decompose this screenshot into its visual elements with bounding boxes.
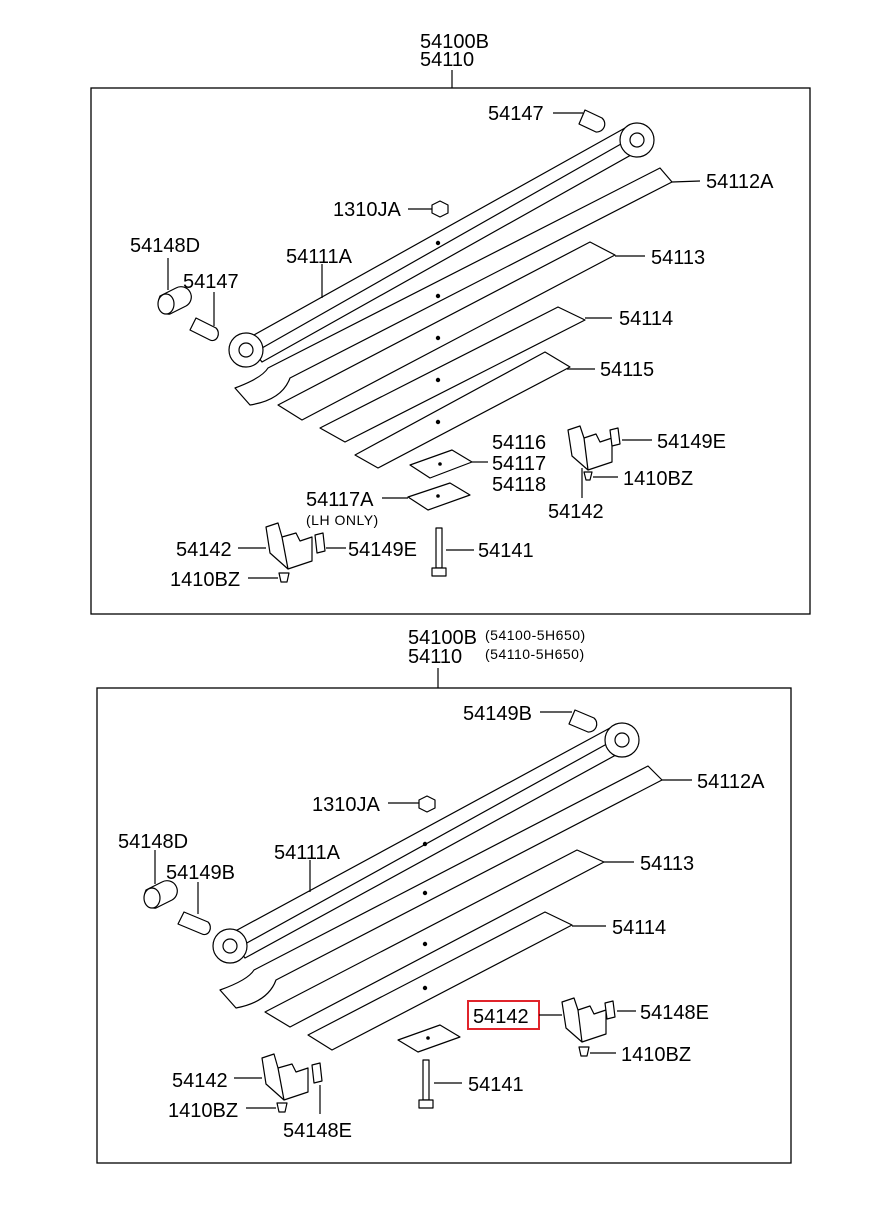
top-label-leaf-3: 54113: [651, 247, 705, 269]
top-label-spacer-c: 54118: [492, 474, 546, 496]
top-label-rivet-left: 1410BZ: [170, 569, 240, 591]
bottom-label-leaf-3: 54113: [640, 853, 694, 875]
bottom-label-clip-right[interactable]: 54142: [473, 1006, 529, 1028]
top-label-leaf-4: 54114: [619, 308, 673, 330]
top-leaf-4: [319, 306, 586, 443]
top-label-spacer-a: 54116: [492, 432, 546, 454]
bottom-pin-left: [177, 911, 211, 936]
top-label-bushing: 54148D: [130, 235, 200, 257]
bottom-clip-left-cap: [311, 1062, 323, 1084]
bottom-assembly: 54100B 54110 (54100-5H650) (54110-5H650)…: [96, 627, 792, 1164]
bottom-clip-right: [561, 997, 607, 1043]
top-leaf-3: [277, 241, 616, 421]
top-label-clip-right-cap: 54149E: [657, 431, 726, 453]
top-label-center-bolt: 54141: [478, 540, 534, 562]
top-label-nut: 1310JA: [333, 199, 401, 221]
top-header-part-number-2: 54110: [420, 49, 474, 71]
top-label-spacer-b: 54117: [492, 453, 546, 475]
bottom-header-part-number: 54100B: [408, 627, 477, 649]
bottom-label-main-leaf: 54111A: [274, 842, 341, 864]
top-rivet-right: [583, 471, 593, 481]
bottom-label-center-bolt: 54141: [468, 1074, 524, 1096]
top-label-rivet-right: 1410BZ: [623, 468, 693, 490]
top-assembly: 54100B 54110 54147 54112A 1310JA: [90, 31, 811, 615]
top-clip-left-cap: [314, 532, 326, 554]
top-pin-left: [189, 317, 219, 342]
bottom-label-clip-left: 54142: [172, 1070, 228, 1092]
top-label-main-leaf: 54111A: [286, 246, 353, 268]
bottom-label-rivet-right: 1410BZ: [621, 1044, 691, 1066]
top-center-bolt: [435, 527, 443, 569]
bottom-label-pin-left: 54149B: [166, 862, 235, 884]
top-header-part-number: 54100B: [420, 31, 489, 53]
top-label-pad-note: (LH ONLY): [306, 512, 379, 528]
bottom-label-rivet-left: 1410BZ: [168, 1100, 238, 1122]
bottom-header-note-1: (54100-5H650): [485, 627, 586, 643]
top-frame: [90, 87, 811, 615]
bottom-eye-pin: [568, 709, 598, 733]
top-clip-left: [265, 522, 313, 570]
top-clip-right-cap: [609, 427, 621, 447]
top-clip-right: [567, 425, 613, 471]
top-rivet-left: [278, 572, 290, 583]
bottom-rivet-right: [578, 1046, 590, 1057]
bottom-header-part-number-2: 54110: [408, 646, 462, 668]
top-label-clip-right: 54142: [548, 501, 604, 523]
bottom-label-clip-right-cap: 54148E: [640, 1002, 709, 1024]
bottom-nut: [418, 795, 436, 813]
bottom-clip-right-cap: [604, 1000, 616, 1020]
top-leaf-5: [354, 351, 571, 469]
bottom-header-note-2: (54110-5H650): [485, 646, 585, 662]
bottom-label-bushing: 54148D: [118, 831, 188, 853]
bottom-label-leaf-2: 54112A: [697, 771, 765, 793]
bottom-rivet-left: [276, 1102, 288, 1113]
top-label-clip-left: 54142: [176, 539, 232, 561]
bottom-label-nut: 1310JA: [312, 794, 380, 816]
bottom-frame: [96, 687, 792, 1164]
top-label-clip-left-cap: 54149E: [348, 539, 417, 561]
top-label-pad: 54117A: [306, 489, 374, 511]
bottom-label-leaf-4: 54114: [612, 917, 666, 939]
bottom-clip-left: [261, 1053, 309, 1101]
top-label-eye-pin: 54147: [488, 103, 544, 125]
bottom-leaf-4: [307, 911, 573, 1051]
bottom-label-eye-pin: 54149B: [463, 703, 532, 725]
top-label-leaf-2: 54112A: [706, 171, 774, 193]
top-label-pin-left: 54147: [183, 271, 239, 293]
bottom-center-bolt: [422, 1059, 430, 1101]
top-label-leaf-5: 54115: [600, 359, 654, 381]
top-nut: [431, 200, 449, 218]
top-eye-pin: [578, 109, 606, 133]
bottom-label-clip-left-cap: 54148E: [283, 1120, 352, 1142]
